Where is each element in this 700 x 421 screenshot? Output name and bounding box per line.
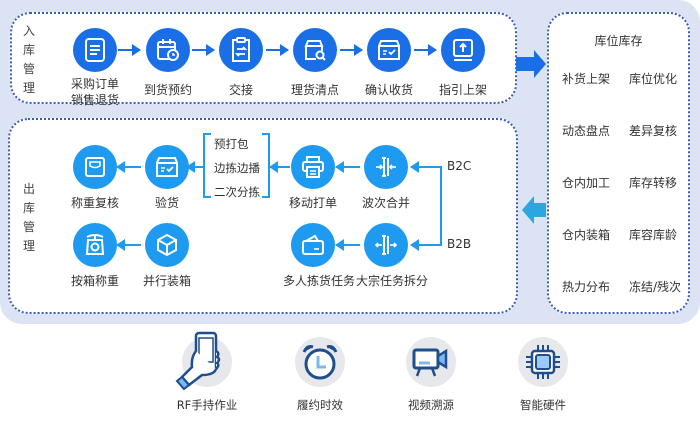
flow-arrow [340, 44, 363, 56]
box-check-icon [367, 28, 411, 72]
step-label: 大宗任务拆分 [356, 274, 429, 288]
merge-icon [364, 145, 408, 189]
outbound-step-mobile-print[interactable]: 移动打单 [283, 145, 343, 211]
outbound-title-char: 理 [22, 239, 35, 253]
inbound-step-tally[interactable]: 理货清点 [285, 28, 345, 98]
to-inventory-arrow [516, 50, 546, 78]
feature-rf-handheld[interactable]: RF手持作业 [157, 331, 257, 413]
inventory-item[interactable]: 库容库龄 [629, 228, 678, 242]
step-label: 多人拣货任务 [283, 274, 356, 288]
feature-video-trace[interactable]: 视频溯源 [381, 337, 481, 413]
step-label: 波次合并 [361, 196, 410, 210]
flow-arrow [269, 161, 290, 173]
flow-arrow [118, 44, 141, 56]
step-label: 交接 [228, 83, 253, 97]
flow-arrow [335, 161, 360, 173]
rf-handheld-icon [175, 331, 232, 391]
step-label: 指引上架 [438, 83, 487, 97]
inventory-item[interactable]: 补货上架 [562, 72, 611, 86]
inbound-title-char: 管 [22, 62, 35, 76]
upload-shelf-icon [441, 28, 485, 72]
feature-label: 智能硬件 [520, 398, 566, 412]
step-label: 采购订单 [70, 77, 119, 91]
flow-arrow [116, 161, 141, 173]
inventory-item[interactable]: 仓内装箱 [562, 228, 611, 242]
weighing-scale-icon [73, 223, 117, 267]
inbound-step-purchase-order[interactable]: 采购订单销售退货 [65, 28, 125, 108]
inventory-item[interactable]: 动态盘点 [562, 124, 611, 138]
picking-mode[interactable]: 预打包 [214, 137, 249, 151]
step-label: 到货预约 [143, 83, 192, 97]
outbound-step-parallel-packing[interactable]: 并行装箱 [137, 223, 197, 289]
scale-icon [73, 145, 117, 189]
flow-arrow [266, 44, 289, 56]
outbound-step-weigh-review[interactable]: 称重复核 [65, 145, 125, 211]
outbound-step-inspect[interactable]: 验货 [137, 145, 197, 211]
inbound-step-handover[interactable]: 交接 [211, 28, 271, 98]
flow-arrow [186, 161, 203, 173]
outbound-step-box-weigh[interactable]: 按箱称重 [65, 223, 125, 289]
printer-icon [291, 145, 335, 189]
wallet-task-icon [291, 223, 335, 267]
channel-b2b-label: B2B [447, 237, 472, 251]
step-label: 验货 [154, 196, 179, 210]
inbound-step-confirm-receipt[interactable]: 确认收货 [359, 28, 419, 98]
channel-b2c-label: B2C [447, 159, 472, 173]
step-label: 按箱称重 [70, 274, 119, 288]
outbound-title-char: 管 [22, 220, 35, 234]
inventory-section: 库位库存 补货上架 库位优化 动态盘点 差异复核 仓内加工 库存转移 仓内装箱 … [547, 12, 690, 314]
inbound-title-char: 理 [22, 81, 35, 95]
b2c-arrow [410, 161, 441, 173]
box-search-icon [293, 28, 337, 72]
channel-connector [440, 166, 442, 246]
step-label: 移动打单 [288, 196, 337, 210]
inbound-title: 入 库 管 理 [22, 22, 36, 98]
flow-arrow [414, 44, 437, 56]
inventory-title: 库位库存 [594, 34, 643, 48]
inventory-item[interactable]: 库存转移 [629, 176, 678, 190]
outbound-title: 出 库 管 理 [22, 180, 36, 256]
flow-arrow [116, 239, 141, 251]
feature-smart-hardware[interactable]: 智能硬件 [493, 337, 593, 413]
step-label: 确认收货 [364, 83, 413, 97]
inbound-step-putaway[interactable]: 指引上架 [433, 28, 493, 98]
outbound-title-char: 库 [22, 201, 35, 215]
inventory-item[interactable]: 冻结/残次 [629, 280, 682, 294]
b2b-arrow [410, 239, 441, 251]
flow-arrow [335, 239, 360, 251]
split-icon [364, 223, 408, 267]
to-outbound-arrow [522, 196, 546, 224]
feature-label: 视频溯源 [408, 398, 454, 412]
inventory-item[interactable]: 仓内加工 [562, 176, 611, 190]
step-label: 并行装箱 [142, 274, 191, 288]
clipboard-swap-icon [219, 28, 263, 72]
feature-label: RF手持作业 [176, 398, 238, 412]
picking-mode[interactable]: 二次分拣 [214, 185, 260, 199]
outbound-step-multi-picker[interactable]: 多人拣货任务 [283, 223, 356, 289]
inbound-title-char: 入 [22, 24, 35, 38]
inventory-item[interactable]: 热力分布 [562, 280, 611, 294]
document-list-icon [73, 28, 117, 72]
video-camera-icon [406, 337, 456, 387]
picking-bracket-left [203, 133, 211, 198]
inbound-title-char: 库 [22, 43, 35, 57]
step-label: 理货清点 [290, 83, 339, 97]
cube-box-icon [145, 223, 189, 267]
chip-icon [518, 337, 568, 387]
step-label: 称重复核 [70, 196, 119, 210]
inventory-item[interactable]: 差异复核 [629, 124, 678, 138]
box-check-icon [145, 145, 189, 189]
picking-mode[interactable]: 边拣边播 [214, 161, 260, 175]
outbound-title-char: 出 [22, 182, 35, 196]
outbound-step-wave-merge[interactable]: 波次合并 [356, 145, 416, 211]
inventory-item[interactable]: 库位优化 [629, 72, 678, 86]
alarm-clock-icon [295, 337, 345, 387]
flow-arrow [192, 44, 215, 56]
feature-fulfillment-timeliness[interactable]: 履约时效 [270, 337, 370, 413]
outbound-step-bulk-split[interactable]: 大宗任务拆分 [356, 223, 429, 289]
feature-label: 履约时效 [297, 398, 343, 412]
inbound-step-arrival-booking[interactable]: 到货预约 [138, 28, 198, 98]
step-label: 销售退货 [70, 93, 119, 107]
calendar-clock-icon [146, 28, 190, 72]
